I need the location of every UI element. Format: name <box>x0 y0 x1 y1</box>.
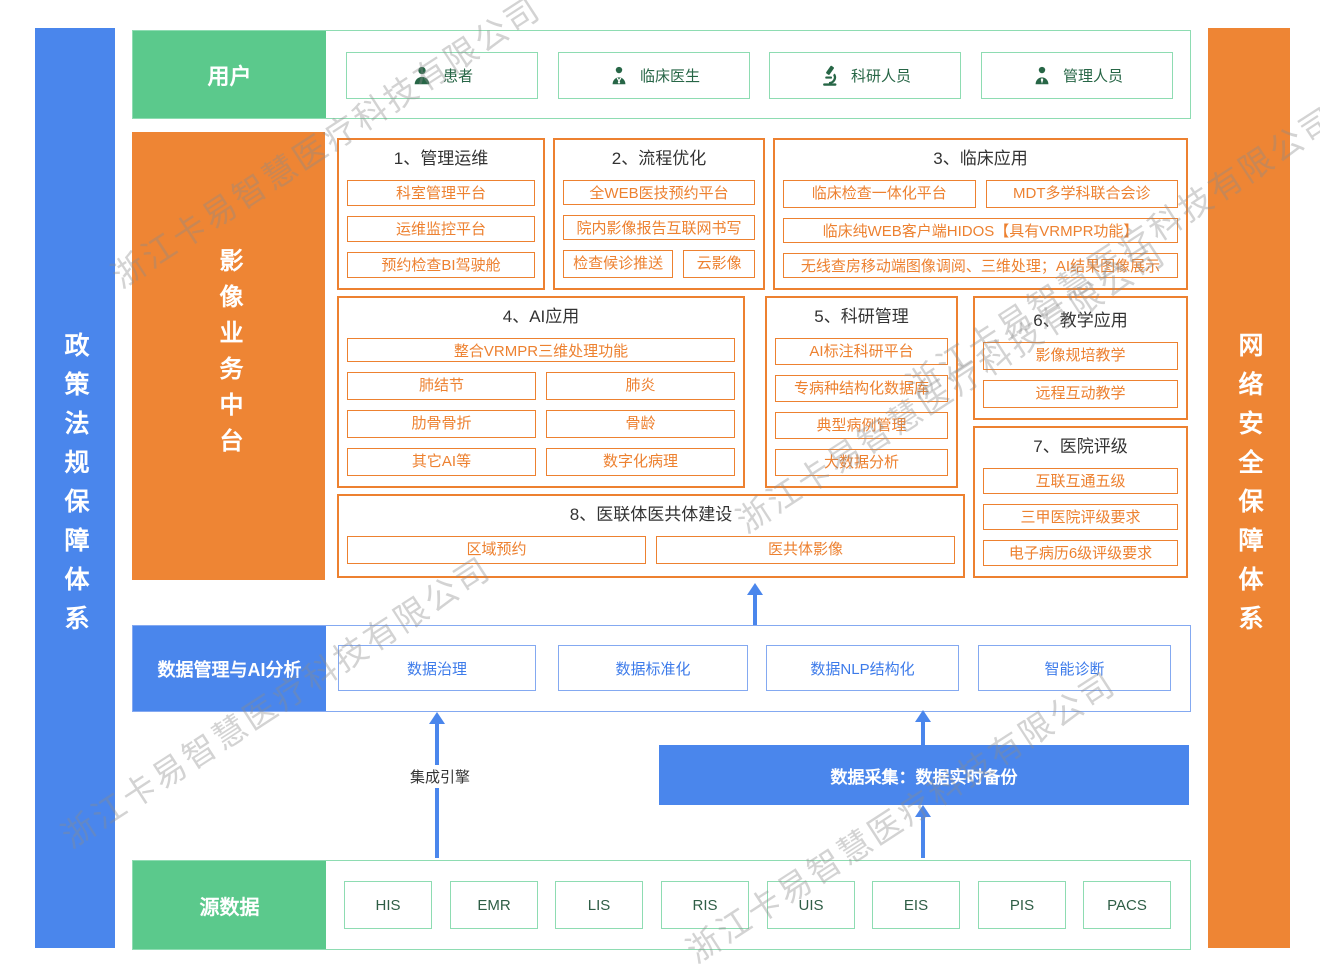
item: 其它AI等 <box>347 448 536 476</box>
item: 区域预约 <box>347 536 646 564</box>
item: 专病种结构化数据库 <box>775 375 948 402</box>
user-clinician: 临床医生 <box>558 52 750 99</box>
item-data-nlp: 数据NLP结构化 <box>766 645 959 691</box>
arrow-up-from-collection <box>915 710 931 745</box>
imaging-platform-label: 影像业务中台 <box>215 248 242 464</box>
section-management-ops: 1、管理运维 科室管理平台 运维监控平台 预约检查BI驾驶舱 <box>337 138 545 290</box>
item-intelligent-diagnosis: 智能诊断 <box>978 645 1171 691</box>
user-admin-label: 管理人员 <box>1062 68 1123 85</box>
network-security-label: 网络安全保障体系 <box>1235 332 1263 644</box>
item: 医共体影像 <box>656 536 955 564</box>
item: 远程互动教学 <box>983 380 1178 408</box>
item: 全WEB医技预约平台 <box>563 180 755 205</box>
item: 大数据分析 <box>775 449 948 476</box>
item: 科室管理平台 <box>347 180 535 206</box>
item: 典型病例管理 <box>775 412 948 439</box>
arrow-up-to-collection <box>915 805 931 858</box>
data-management-row: 数据管理与AI分析 数据治理 数据标准化 数据NLP结构化 智能诊断 <box>132 625 1191 712</box>
item: 预约检查BI驾驶舱 <box>347 252 535 278</box>
source-data-label: 源数据 <box>133 861 326 949</box>
imaging-platform-bar: 影像业务中台 <box>132 132 325 580</box>
section-5-title: 5、科研管理 <box>814 307 909 326</box>
item: 整合VRMPR三维处理功能 <box>347 338 735 362</box>
item: 三甲医院评级要求 <box>983 504 1178 530</box>
item: 检查候诊推送 <box>563 250 674 278</box>
item: AI标注科研平台 <box>775 338 948 365</box>
policy-regulation-label: 政策法规保障体系 <box>61 332 89 644</box>
source-uis: UIS <box>767 881 855 929</box>
user-researcher: 科研人员 <box>769 52 961 99</box>
item: 肺炎 <box>546 372 735 400</box>
item: MDT多学科联合会诊 <box>985 180 1178 208</box>
section-7-title: 7、医院评级 <box>1033 437 1128 456</box>
policy-regulation-bar: 政策法规保障体系 <box>35 28 115 948</box>
section-process-optimization: 2、流程优化 全WEB医技预约平台 院内影像报告互联网书写 检查候诊推送 云影像 <box>553 138 765 290</box>
item: 临床纯WEB客户端HIDOS【具有VRMPR功能】 <box>783 218 1178 243</box>
section-1-title: 1、管理运维 <box>393 149 489 168</box>
item: 影像规培教学 <box>983 342 1178 370</box>
source-pis: PIS <box>978 881 1066 929</box>
arrow-up-to-platform <box>747 583 763 625</box>
section-3-title: 3、临床应用 <box>933 149 1028 168</box>
section-hospital-rating: 7、医院评级 互联互通五级 三甲医院评级要求 电子病历6级评级要求 <box>973 426 1188 578</box>
user-admin: 管理人员 <box>981 52 1173 99</box>
source-lis: LIS <box>555 881 643 929</box>
user-researcher-label: 科研人员 <box>850 68 911 85</box>
item: 云影像 <box>683 250 755 278</box>
source-ris: RIS <box>661 881 749 929</box>
section-2-title: 2、流程优化 <box>611 149 707 168</box>
patient-icon <box>414 66 430 84</box>
integration-engine-label: 集成引擎 <box>403 765 477 788</box>
item: 肺结节 <box>347 372 536 400</box>
item: 临床检查一体化平台 <box>783 180 976 208</box>
section-research-management: 5、科研管理 AI标注科研平台 专病种结构化数据库 典型病例管理 大数据分析 <box>765 296 958 488</box>
item: 电子病历6级评级要求 <box>983 540 1178 566</box>
item: 数字化病理 <box>546 448 735 476</box>
admin-icon <box>1035 66 1049 84</box>
section-medical-alliance: 8、医联体医共体建设 区域预约 医共体影像 <box>337 494 965 578</box>
item: 肋骨骨折 <box>347 410 536 438</box>
item: 院内影像报告互联网书写 <box>563 215 755 240</box>
user-patient-label: 患者 <box>442 68 473 85</box>
item: 无线查房移动端图像调阅、三维处理；AI结果图像展示 <box>783 253 1178 278</box>
source-eis: EIS <box>872 881 960 929</box>
section-6-title: 6、教学应用 <box>1033 311 1128 330</box>
source-emr: EMR <box>450 881 538 929</box>
section-ai-application: 4、AI应用 整合VRMPR三维处理功能 肺结节 肺炎 肋骨骨折 骨龄 其它AI… <box>337 296 745 488</box>
section-clinical-application: 3、临床应用 临床检查一体化平台 MDT多学科联合会诊 临床纯WEB客户端HID… <box>773 138 1188 290</box>
network-security-bar: 网络安全保障体系 <box>1208 28 1290 948</box>
section-teaching-application: 6、教学应用 影像规培教学 远程互动教学 <box>973 296 1188 420</box>
section-4-title: 4、AI应用 <box>502 307 580 326</box>
item: 运维监控平台 <box>347 216 535 242</box>
users-row-label: 用户 <box>133 31 326 118</box>
imaging-platform-area: 影像业务中台 1、管理运维 科室管理平台 运维监控平台 预约检查BI驾驶舱 2、… <box>132 132 1189 580</box>
data-collection-box: 数据采集：数据实时备份 <box>659 745 1189 805</box>
doctor-icon <box>612 66 626 84</box>
user-patient: 患者 <box>346 52 538 99</box>
source-data-row: 源数据 HIS EMR LIS RIS UIS EIS PIS PACS <box>132 860 1191 950</box>
users-row: 用户 患者 临床医生 科研人员 管理人员 <box>132 30 1191 119</box>
item: 互联互通五级 <box>983 468 1178 494</box>
source-pacs: PACS <box>1083 881 1171 929</box>
source-his: HIS <box>344 881 432 929</box>
user-clinician-label: 临床医生 <box>639 68 700 85</box>
item-data-standardization: 数据标准化 <box>558 645 748 691</box>
item: 骨龄 <box>546 410 735 438</box>
data-management-label: 数据管理与AI分析 <box>133 626 326 711</box>
section-8-title: 8、医联体医共体建设 <box>569 505 733 524</box>
arrow-up-integration-engine <box>429 712 445 858</box>
researcher-icon <box>823 65 837 86</box>
item-data-governance: 数据治理 <box>338 645 536 691</box>
